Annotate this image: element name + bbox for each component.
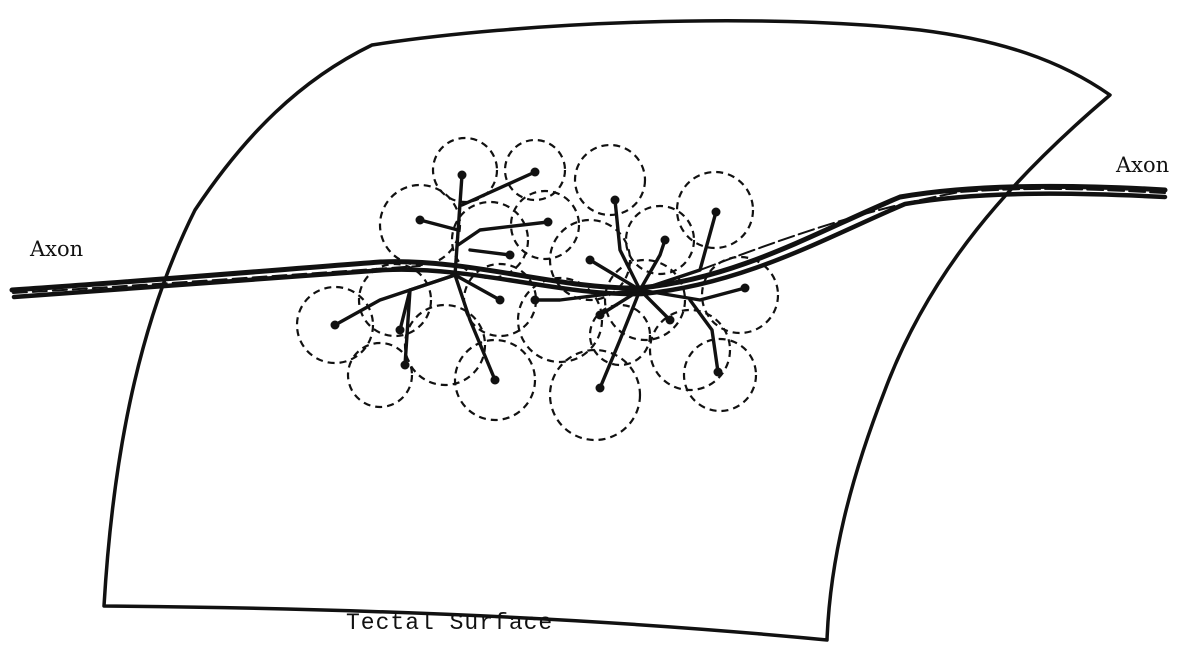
terminal-domain-3 (380, 185, 460, 265)
terminal-domain-6 (359, 264, 431, 336)
terminal-bouton-16 (596, 384, 605, 393)
terminal-domain-19 (650, 310, 730, 390)
terminal-bouton-1 (458, 171, 467, 180)
terminal-bouton-20 (531, 296, 540, 305)
surface-label: Tectal Surface (346, 610, 553, 636)
terminal-bouton-5 (396, 326, 405, 335)
terminal-bouton-14 (586, 256, 595, 265)
terminal-domain-15 (626, 206, 694, 274)
terminal-bouton-10 (506, 251, 515, 260)
arbor-branch-18 (640, 288, 745, 300)
terminal-bouton-12 (661, 236, 670, 245)
terminal-bouton-6 (331, 321, 340, 330)
terminal-bouton-19 (714, 368, 723, 377)
terminal-bouton-8 (401, 361, 410, 370)
axon-right-label: Axon (1116, 153, 1169, 177)
terminal-bouton-4 (544, 218, 553, 227)
axon-left-label: Axon (30, 237, 83, 261)
terminal-bouton-2 (531, 168, 540, 177)
terminal-domain-9 (405, 305, 485, 385)
terminal-bouton-13 (712, 208, 721, 217)
arbor-branch-2 (462, 172, 535, 205)
terminal-domain-17 (605, 260, 685, 340)
arbor-branch-3 (420, 220, 458, 230)
terminal-domain-12 (575, 145, 645, 215)
arbor-branch-10 (470, 250, 510, 255)
terminal-bouton-17 (666, 316, 675, 325)
tectal-surface-sheet (104, 21, 1110, 640)
terminal-bouton-11 (611, 196, 620, 205)
arbor-branch-4 (458, 222, 548, 245)
terminal-bouton-7 (491, 376, 500, 385)
axon-bundle (12, 186, 1165, 297)
terminal-bouton-18 (741, 284, 750, 293)
terminal-domain-8 (348, 343, 412, 407)
terminal-bouton-15 (596, 311, 605, 320)
arbor-branch-7 (455, 275, 495, 380)
terminal-bouton-9 (496, 296, 505, 305)
terminal-domains (297, 138, 778, 440)
terminal-bouton-3 (416, 216, 425, 225)
arbor-branch-6 (335, 275, 455, 325)
